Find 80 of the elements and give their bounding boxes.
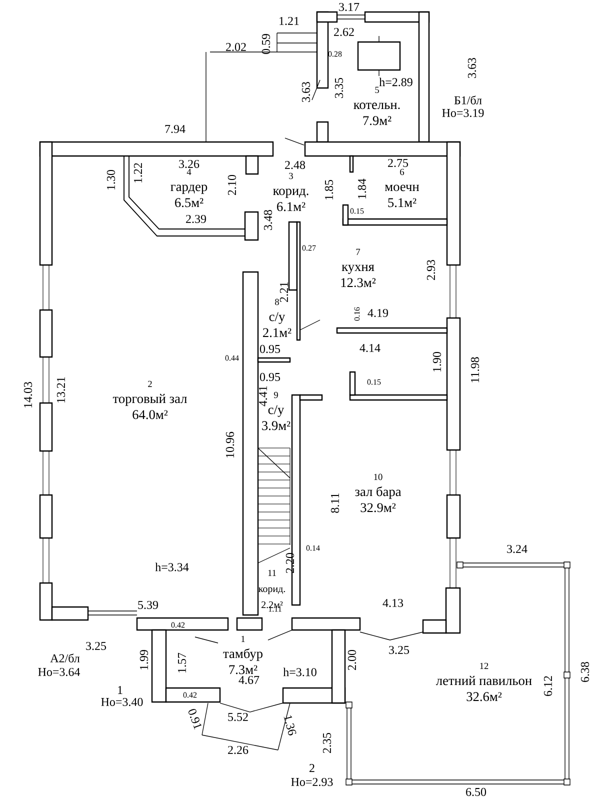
dimension-label: 0.91: [188, 709, 202, 730]
dimension-label: 4.19: [368, 308, 388, 318]
dimension-label: 4.41: [258, 386, 268, 406]
height-mark: h=2.89: [379, 78, 412, 86]
dimension-label: 0.16: [354, 307, 360, 321]
dimension-label: 0.15: [367, 379, 381, 385]
dimension-label: 1.11: [268, 606, 282, 612]
room-label: 12 летний павильон 32.6м²: [436, 662, 532, 702]
dimension-label: 1.30: [106, 170, 116, 190]
dimension-label: 3.63: [302, 82, 310, 102]
dimension-label: 2.48: [285, 160, 306, 170]
room-label: 5 котельн. 7.9м²: [354, 86, 400, 126]
room-label: 3 корид. 6.1м²: [273, 172, 308, 212]
level-mark: Но=3.64: [38, 668, 80, 676]
dimension-label: 0.42: [171, 622, 185, 628]
level-mark: Но=3.40: [101, 698, 143, 706]
dimension-label: 0.14: [306, 545, 320, 551]
dimension-label: 2.21: [280, 282, 288, 302]
level-mark: 1: [118, 686, 122, 694]
dimension-label: 14.03: [24, 382, 32, 408]
dimension-label: 0.27: [302, 245, 316, 251]
dimension-label: 2.39: [186, 214, 206, 224]
height-mark: h=3.10: [283, 668, 316, 676]
dimension-label: 3.26: [179, 160, 200, 168]
room-label: 2 торговый зал 64.0м²: [112, 380, 187, 420]
dimension-label: 0.15: [350, 208, 364, 214]
dimension-label: 3.35: [334, 78, 344, 98]
dimension-label: 11.98: [470, 357, 480, 382]
level-mark: А2/бл: [50, 654, 80, 662]
dimension-label: 2.26: [228, 746, 248, 754]
dimension-label: 6.12: [544, 676, 552, 696]
room-label: 10 зал бара 32.9м²: [355, 474, 402, 512]
dimension-label: 1.90: [432, 352, 442, 372]
height-mark: h=3.34: [155, 562, 189, 572]
room-label: 6 моечн 5.1м²: [384, 168, 420, 208]
dimension-label: 4.14: [360, 344, 380, 352]
dimension-label: 3.25: [389, 646, 410, 654]
level-mark: Но=3.19: [442, 108, 484, 118]
dimension-label: 0.42: [183, 692, 197, 698]
level-mark: 2: [310, 764, 314, 772]
dimension-label: 6.38: [580, 662, 590, 682]
dimension-label: 0.44: [225, 355, 239, 361]
dimension-label: 5.52: [228, 712, 248, 722]
dimension-label: 0.95: [260, 344, 280, 354]
dimension-label: 6.50: [466, 788, 486, 796]
dimension-label: 1.99: [140, 650, 148, 670]
dimension-label: 2.93: [426, 260, 436, 280]
dimension-label: 3.63: [468, 58, 476, 78]
dimension-label: 1.84: [358, 178, 366, 198]
room-label: 11 корид. 2.2м²: [258, 570, 285, 608]
dimension-label: 3.25: [86, 642, 106, 650]
room-label: 4 гардер 6.5м²: [170, 168, 208, 208]
dimension-label: 4.67: [238, 676, 260, 684]
room-label: 7 кухня 12.3м²: [341, 248, 376, 288]
level-mark: Но=2.93: [291, 778, 333, 786]
room-label: 1 тамбур 7.3м²: [223, 636, 262, 674]
dimension-label: 2.02: [226, 42, 246, 52]
dimension-label: 0.28: [328, 51, 342, 57]
dimension-label: 1.21: [280, 16, 299, 26]
dimension-label: 13.21: [56, 377, 66, 402]
dimension-label: 1.22: [134, 163, 142, 182]
dimension-label: 3.24: [507, 544, 528, 554]
dimension-label: 2.10: [228, 174, 236, 195]
dimension-label: 4.13: [382, 598, 404, 608]
dimension-label: 1.57: [178, 652, 186, 672]
dimension-label: 2.35: [322, 732, 332, 753]
dimension-label: 8.11: [330, 493, 340, 513]
dimension-label: 1.85: [324, 180, 334, 200]
level-mark: Б1/бл: [454, 96, 482, 104]
dimension-label: 2.75: [388, 158, 408, 168]
dimension-label: 0.95: [260, 372, 280, 382]
dimension-label: 5.39: [138, 600, 158, 610]
dimension-label: 2.62: [334, 28, 354, 36]
dimension-label: 3.17: [339, 2, 360, 12]
dimension-label: 2.00: [348, 650, 356, 670]
dimension-label: 0.59: [262, 34, 270, 54]
dimension-label: 3.48: [264, 210, 272, 230]
dimension-label: 10.96: [226, 432, 234, 458]
dimension-label: 7.94: [165, 124, 186, 134]
dimension-label: 1.36: [284, 715, 296, 736]
